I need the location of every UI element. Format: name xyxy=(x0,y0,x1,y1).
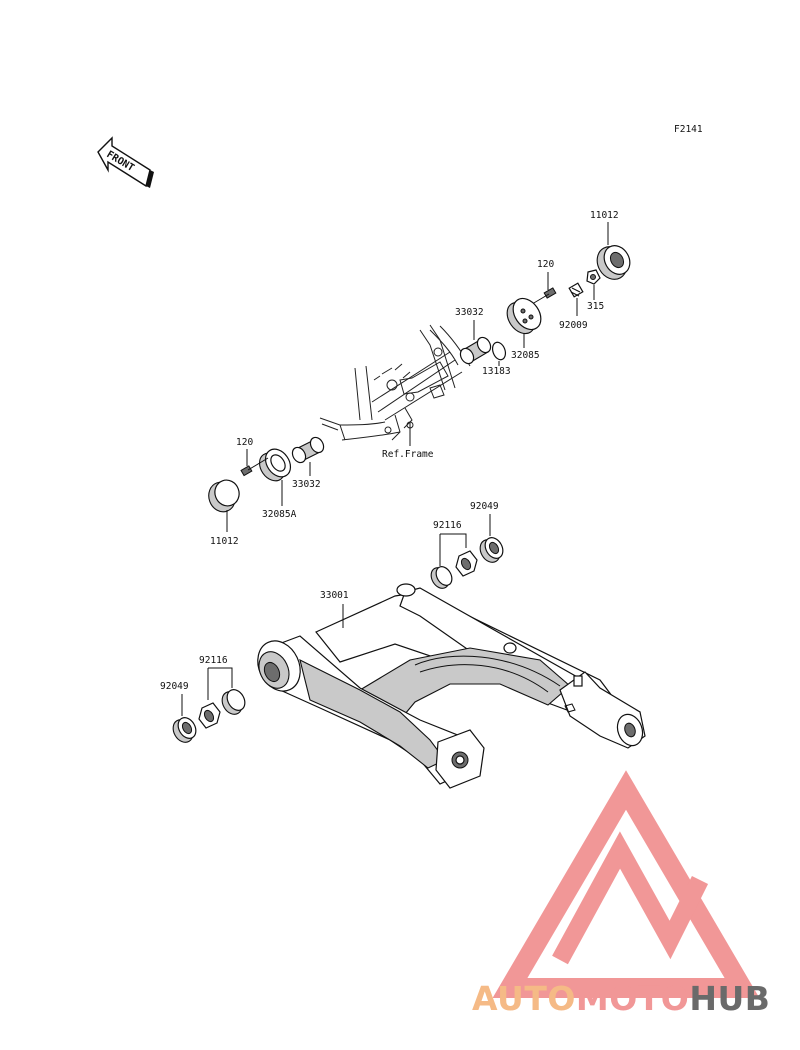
bracket-lower xyxy=(258,448,292,482)
swingarm xyxy=(257,583,646,789)
bracket-upper xyxy=(506,297,542,335)
part-label-bearing-left: 92116 xyxy=(199,655,228,666)
bearing-left xyxy=(198,689,246,729)
seal-right xyxy=(479,537,504,563)
part-label-collar-upper: 13183 xyxy=(482,366,511,377)
part-label-bracket-upper: 32085 xyxy=(511,350,540,361)
bolt-lower xyxy=(240,457,269,477)
collar-upper xyxy=(491,341,507,361)
part-label-bolt-lower: 120 xyxy=(236,437,253,448)
part-label-cap-lower: 11012 xyxy=(210,536,239,547)
svg-text:AUTOMOTOHUB: AUTOMOTOHUB xyxy=(472,979,770,1018)
part-label-cap-upper: 11012 xyxy=(590,210,619,221)
part-label-spacer-lower: 33032 xyxy=(292,479,321,490)
seal-left xyxy=(172,717,197,743)
nut-small xyxy=(586,269,601,285)
watermark-part1: AUTO xyxy=(472,979,576,1018)
cap-lower xyxy=(208,479,240,513)
spacer-upper xyxy=(459,336,492,365)
part-label-seal-right: 92049 xyxy=(470,501,499,512)
part-label-bolt-upper: 120 xyxy=(537,259,554,270)
spacer-lower xyxy=(291,436,325,464)
watermark-part3: HUB xyxy=(689,979,770,1018)
automotohub-logo: AUTOMOTOHUB xyxy=(472,770,770,1018)
cap-upper xyxy=(596,245,631,280)
ref-frame-label: Ref.Frame xyxy=(382,449,434,460)
figure-code: F2141 xyxy=(674,124,703,135)
part-label-grease-nipple: 92009 xyxy=(559,320,588,331)
part-label-bracket-lower: 32085A xyxy=(262,509,297,520)
frame-reference xyxy=(319,324,471,441)
part-label-swingarm: 33001 xyxy=(320,590,349,601)
grease-nipple xyxy=(568,282,584,298)
bearing-right xyxy=(430,550,478,589)
part-label-seal-left: 92049 xyxy=(160,681,189,692)
part-label-nut-small: 315 xyxy=(587,301,604,312)
watermark-part2: MOTO xyxy=(576,979,689,1018)
part-label-bearing-right: 92116 xyxy=(433,520,462,531)
part-label-spacer-upper: 33032 xyxy=(455,307,484,318)
front-arrow-icon: FRONT xyxy=(97,136,154,188)
